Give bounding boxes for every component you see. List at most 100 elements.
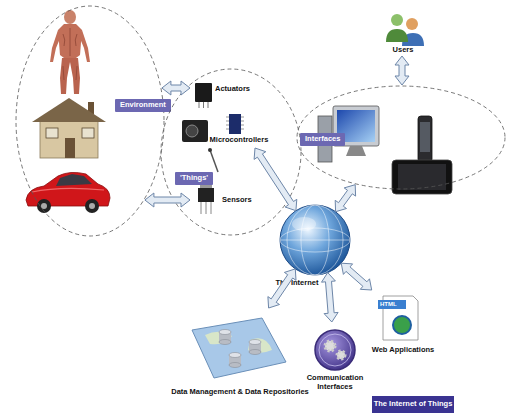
internet-globe: The Internet	[280, 205, 350, 275]
dashed-ellipse	[297, 86, 505, 189]
group-tag: Environment	[115, 99, 171, 112]
house	[32, 98, 106, 158]
block-arrow	[335, 185, 355, 212]
house-part	[82, 128, 94, 138]
tablet	[392, 160, 452, 194]
title-badge: The Internet of Things	[372, 396, 454, 413]
web-page-icon-part	[393, 316, 411, 334]
data-repository-map-part	[229, 363, 241, 368]
globe-part	[280, 240, 350, 241]
data-repository-node: Data Management & Data Repositories	[165, 308, 315, 403]
gear-icon-part	[325, 341, 335, 351]
mobile-phone-part	[418, 116, 432, 162]
red-car-part	[41, 203, 47, 209]
dashed-ellipse	[16, 6, 164, 236]
house-part	[65, 138, 75, 158]
microcontroller-chip-part	[229, 114, 241, 134]
red-car-part	[89, 203, 95, 209]
globe-part	[280, 228, 350, 252]
environment-group: Environment	[15, 5, 165, 237]
node-label: The Internet	[276, 279, 319, 288]
web-page-icon	[378, 296, 418, 340]
globe-part	[280, 205, 350, 275]
relay-actuator-part	[195, 83, 212, 102]
house-part	[40, 120, 98, 158]
house-part	[46, 128, 58, 138]
house-part	[32, 98, 106, 122]
block-arrow	[322, 273, 339, 322]
sensor-components-part	[201, 202, 211, 214]
block-arrow	[162, 81, 190, 95]
red-car-part	[32, 188, 104, 192]
users-icon-part	[386, 29, 408, 42]
mobile-phone	[418, 116, 432, 162]
data-repository-map-part	[219, 330, 231, 335]
tablet-part	[398, 164, 446, 190]
tablet-part	[392, 160, 452, 194]
sensor-item: Sensors	[190, 186, 260, 221]
servo-motor	[182, 120, 208, 142]
relay-actuator	[195, 83, 212, 108]
microcontroller-item: Microcontrollers	[205, 112, 273, 148]
block-arrow	[268, 269, 296, 308]
sensor-components-part	[198, 188, 214, 202]
users-node: Users	[378, 8, 428, 56]
item-label: Actuators	[215, 85, 250, 94]
data-repository-map-part	[219, 340, 231, 345]
interfaces-group: Interfaces	[296, 85, 506, 190]
human-body-part	[79, 30, 90, 62]
things-group: 'Things' ActuatorsMicrocontrollersSensors	[160, 68, 302, 236]
group-tag: 'Things'	[175, 172, 213, 185]
block-arrow	[145, 193, 190, 207]
mobile-phone-part	[420, 122, 430, 152]
badge-text: The Internet of Things	[374, 400, 453, 409]
human-body-part	[64, 10, 76, 24]
desktop-computer-part	[346, 146, 366, 156]
data-repository-map-part	[205, 332, 272, 353]
red-car-part	[56, 174, 92, 186]
data-repository-map	[192, 318, 286, 378]
users-icon-part	[391, 14, 403, 26]
data-repository-map-part	[249, 350, 261, 355]
data-repository-map-part	[249, 340, 261, 345]
block-arrow	[341, 263, 372, 290]
icon-caption: HTML	[380, 301, 397, 308]
users-icon-part	[406, 18, 418, 30]
node-label: Data Management & Data Repositories	[171, 388, 309, 397]
human-body-part	[50, 30, 61, 62]
node-label: Web Applications	[372, 346, 435, 355]
gear-icon	[315, 330, 355, 370]
dashed-ellipse-outline	[160, 68, 302, 236]
gear-icon-part	[337, 351, 345, 359]
node-label: Users	[393, 46, 414, 55]
dashed-ellipse-outline	[15, 5, 165, 237]
microcontroller-chip-part	[226, 117, 244, 129]
red-car-part	[26, 172, 110, 206]
sensor-components-part	[208, 148, 212, 152]
globe	[280, 205, 350, 275]
block-arrow	[395, 56, 409, 85]
red-car-part	[85, 199, 99, 213]
node-label: Communication Interfaces	[300, 374, 370, 391]
human-body-part	[60, 58, 80, 94]
data-repository-map-part	[192, 318, 286, 378]
servo-motor-part	[186, 125, 198, 137]
item-label: Sensors	[222, 196, 252, 205]
servo-motor-part	[182, 120, 208, 142]
communication-node: Communication Interfaces	[300, 322, 370, 400]
block-arrow	[254, 148, 297, 211]
data-repository-map-part	[229, 353, 241, 358]
web-app-node: Web Applications	[368, 290, 438, 360]
dashed-ellipse	[161, 69, 301, 235]
human-body-part	[63, 28, 77, 80]
actuator-item: Actuators	[190, 78, 255, 110]
gear-icon-part	[315, 330, 355, 370]
globe-part	[292, 217, 316, 231]
users-icon	[386, 14, 424, 46]
sensor-components-part	[210, 150, 218, 172]
human-body	[50, 10, 90, 94]
group-tag: Interfaces	[300, 133, 345, 146]
